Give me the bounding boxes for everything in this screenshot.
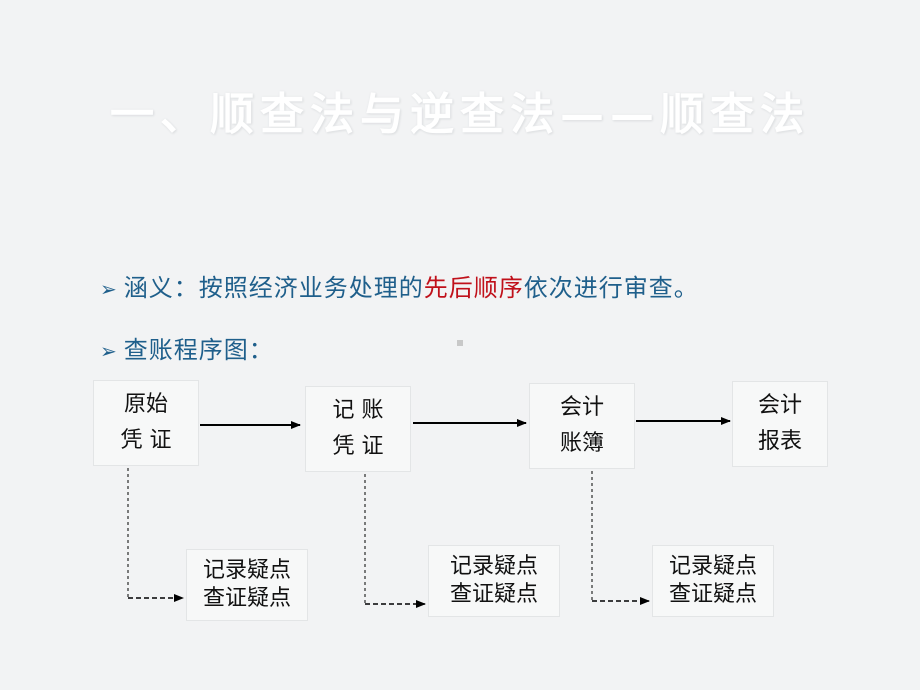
- note-line1: 记录疑点: [668, 554, 757, 579]
- step-line2: 凭 证: [120, 428, 172, 453]
- procedure-label: 查账程序图：: [123, 336, 274, 364]
- flow-step-accounting-statements: 会计 报表: [732, 381, 828, 467]
- step-line2: 报表: [757, 429, 802, 454]
- note-line2: 查证疑点: [668, 582, 757, 607]
- step-line2: 凭 证: [332, 434, 384, 459]
- note-line1: 记录疑点: [449, 554, 538, 579]
- note-line2: 查证疑点: [449, 582, 538, 607]
- flow-step-original-voucher: 原始 凭 证: [93, 380, 199, 466]
- step-line1: 原始: [123, 392, 168, 417]
- slide-title: 一、顺查法与逆查法——顺查法: [110, 89, 810, 140]
- definition-highlight: 先后顺序: [423, 274, 524, 302]
- placeholder-dot: [457, 340, 463, 346]
- flow-note-1: 记录疑点 查证疑点: [186, 549, 308, 621]
- bullet-procedure-chart: ➢查账程序图：: [100, 330, 274, 365]
- note-line2: 查证疑点: [202, 586, 291, 611]
- step-line1: 会计: [757, 393, 802, 418]
- step-line1: 会计: [559, 395, 604, 420]
- step-line2: 账簿: [559, 431, 604, 456]
- note-line1: 记录疑点: [202, 558, 291, 583]
- flow-step-accounting-voucher: 记 账 凭 证: [305, 386, 411, 472]
- step-line1: 记 账: [332, 398, 384, 423]
- flow-note-3: 记录疑点 查证疑点: [652, 545, 774, 617]
- definition-label: 涵义：按照经济业务处理的: [123, 274, 424, 302]
- flow-note-2: 记录疑点 查证疑点: [428, 545, 560, 617]
- arrow-bullet-icon: ➢: [100, 277, 118, 301]
- bullet-definition: ➢涵义：按照经济业务处理的先后顺序依次进行审查。: [100, 268, 699, 303]
- definition-rest: 依次进行审查。: [523, 274, 699, 302]
- arrow-bullet-icon: ➢: [100, 339, 118, 363]
- flow-step-account-books: 会计 账簿: [529, 383, 635, 469]
